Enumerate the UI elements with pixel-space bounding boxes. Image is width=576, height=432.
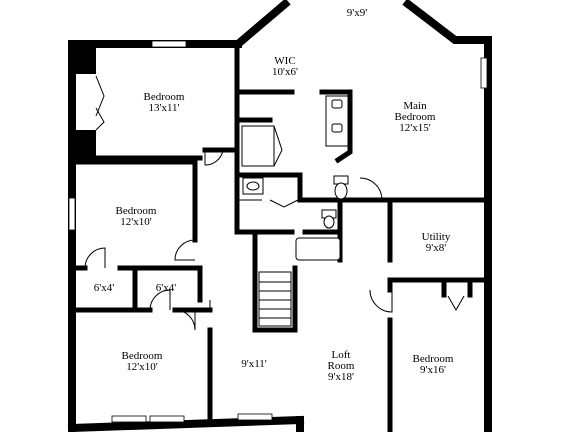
window-sw-bottom-b — [149, 415, 185, 423]
bedroom-w-dims: 12'x10' — [120, 216, 151, 228]
utility-dims: 9'x8' — [426, 242, 446, 254]
loft-dims: 9'x18' — [328, 371, 354, 383]
room-labels: 9'x9' WIC 10'x6' Main Bedroom 12'x15' Be… — [94, 7, 454, 383]
window-hall-bottom — [237, 413, 273, 421]
fixtures — [241, 95, 349, 327]
interior-walls — [72, 41, 491, 432]
stairs — [258, 271, 292, 327]
vanity-double — [325, 95, 349, 147]
window-sw-bottom-a — [111, 415, 147, 423]
wic-name: WIC — [274, 55, 295, 67]
main-bedroom-name-1: Main — [403, 100, 427, 112]
window-main-east — [480, 57, 488, 89]
utility-name: Utility — [422, 231, 451, 243]
bedroom-sw-dims: 12'x10' — [126, 361, 157, 373]
bedroom-ne-dims: 13'x11' — [148, 102, 179, 114]
bedroom-ne-name: Bedroom — [144, 91, 185, 103]
main-bedroom-dims: 12'x15' — [399, 122, 430, 134]
bedroom-w-name: Bedroom — [116, 205, 157, 217]
shower — [241, 125, 275, 167]
loft-name-1: Loft — [332, 349, 351, 361]
window-nw-top — [151, 40, 187, 48]
top-nook-dims: 9'x9' — [347, 7, 367, 19]
window-west-bedroom — [68, 197, 76, 231]
bathtub — [295, 237, 341, 261]
bedroom-sw-name: Bedroom — [122, 350, 163, 362]
loft-name-2: Room — [328, 360, 355, 372]
closet-b-dims: 6'x4' — [156, 282, 176, 294]
wall-blocks — [72, 44, 96, 160]
wic-dims: 10'x6' — [272, 66, 298, 78]
closet-a-dims: 6'x4' — [94, 282, 114, 294]
hall-dims: 9'x11' — [241, 358, 267, 370]
doors — [84, 75, 465, 331]
bedroom-se-dims: 9'x16' — [420, 364, 446, 376]
windows — [68, 40, 488, 423]
bedroom-se-name: Bedroom — [413, 353, 454, 365]
exterior-walls — [67, 0, 492, 432]
main-bedroom-name-2: Bedroom — [395, 111, 436, 123]
